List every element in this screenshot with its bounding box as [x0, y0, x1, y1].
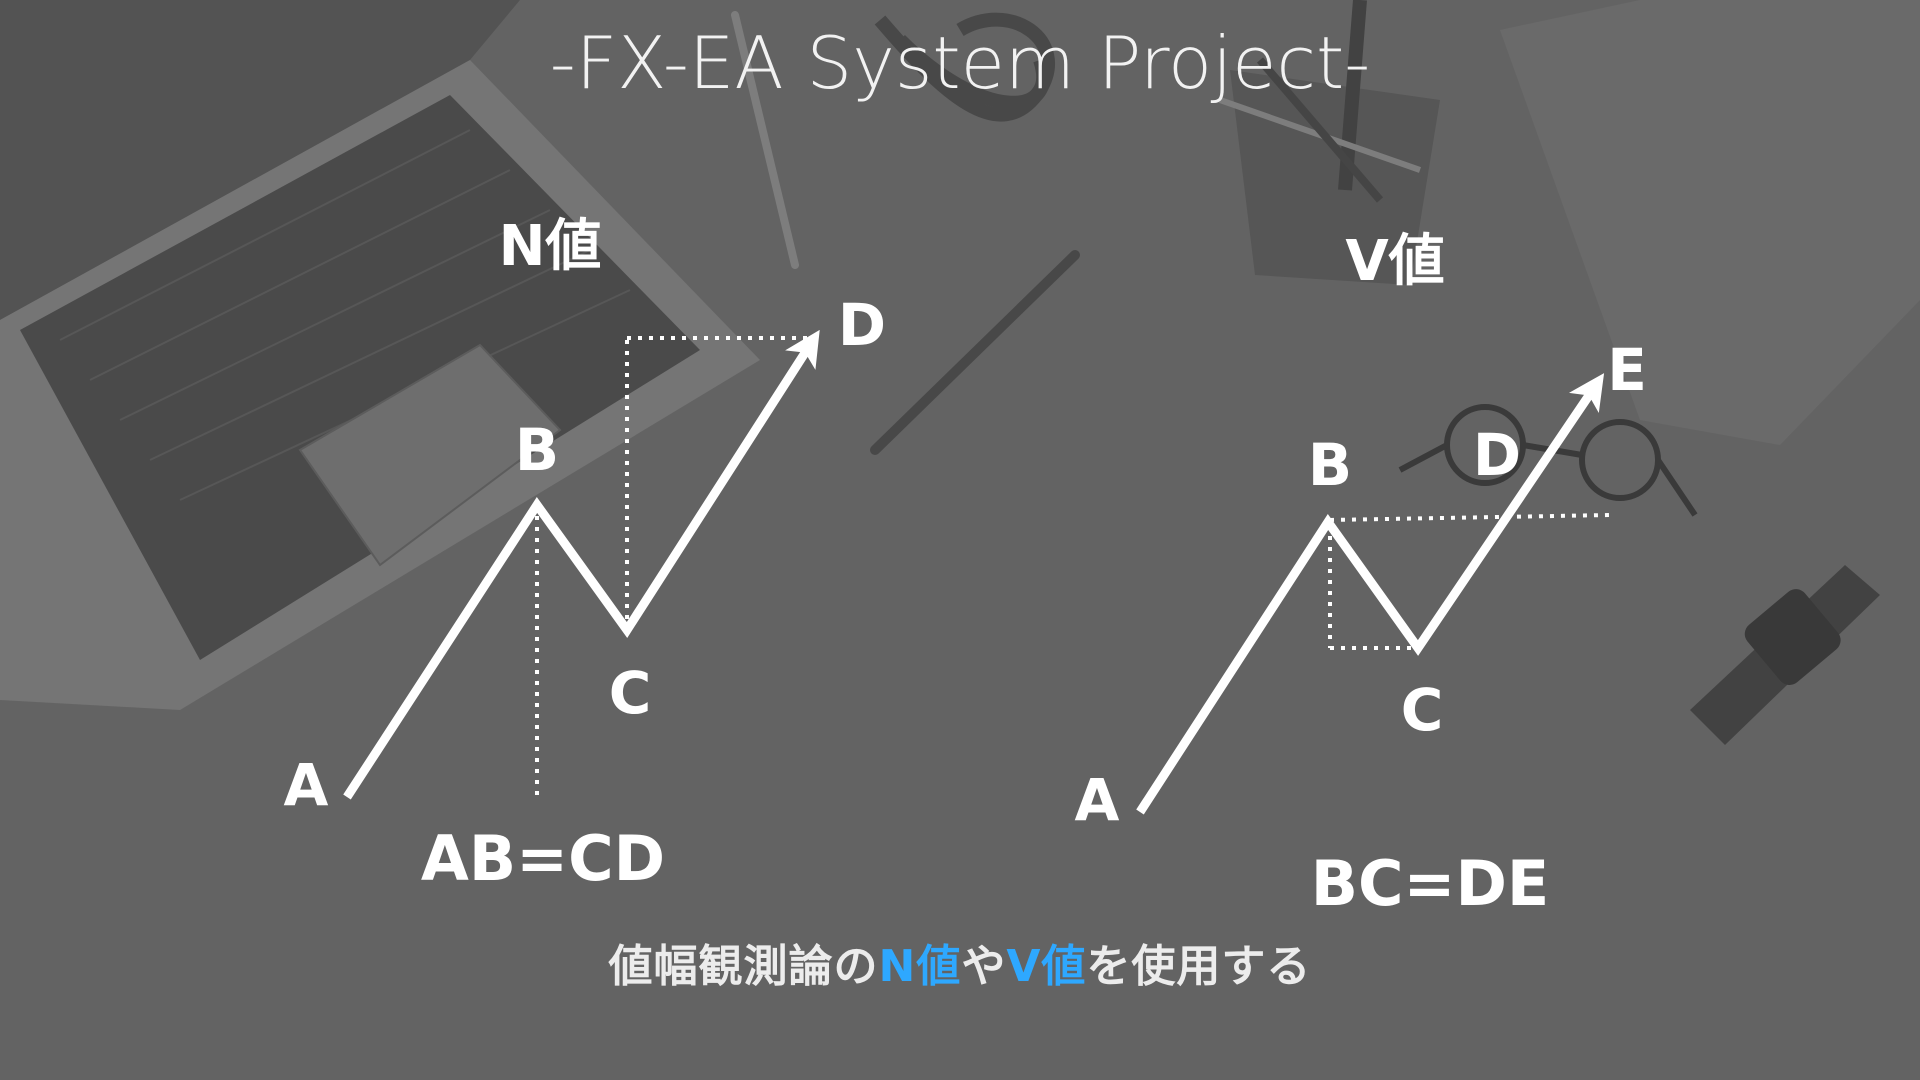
watch-image	[1690, 565, 1880, 745]
pen-holder-image	[1219, 0, 1440, 285]
v-point-b-label: B	[1308, 431, 1352, 499]
v-value-equation: BC=DE	[1311, 847, 1550, 920]
caption: 値幅観測論のN値やV値を使用する	[0, 930, 1920, 994]
v-point-d-label: D	[1473, 421, 1521, 489]
caption-highlight-n-value: N値	[878, 941, 962, 992]
n-value-equation: AB=CD	[421, 822, 665, 895]
v-value-heading: V値	[1345, 229, 1444, 294]
n-point-c-label: C	[609, 659, 652, 727]
v-point-c-label: C	[1401, 676, 1444, 744]
n-point-d-label: D	[838, 291, 886, 359]
n-wave-line	[343, 329, 820, 800]
v-point-e-label: E	[1607, 336, 1647, 404]
caption-text-1: 値幅観測論の	[608, 941, 879, 992]
guide-horizontal-b	[1329, 513, 1611, 522]
notebook-image	[1500, 0, 1920, 445]
laptop-image	[0, 0, 760, 710]
pen-image	[731, 11, 1080, 455]
n-value-heading: N値	[499, 214, 602, 279]
v-point-a-label: A	[1075, 766, 1120, 834]
caption-text-2: や	[961, 941, 1007, 992]
page-title: -FX-EA System Project-	[550, 21, 1370, 105]
n-point-b-label: B	[515, 416, 559, 484]
v-value-diagram: V値 A B C D E BC=DE	[1075, 229, 1647, 920]
n-point-a-label: A	[284, 751, 329, 819]
v-wave-line	[1136, 373, 1605, 815]
cable-image	[874, 12, 1055, 122]
caption-highlight-v-value: V値	[1006, 941, 1087, 992]
n-value-diagram: N値 A B C D AB=CD	[284, 214, 887, 895]
caption-text-3: を使用する	[1086, 941, 1312, 992]
